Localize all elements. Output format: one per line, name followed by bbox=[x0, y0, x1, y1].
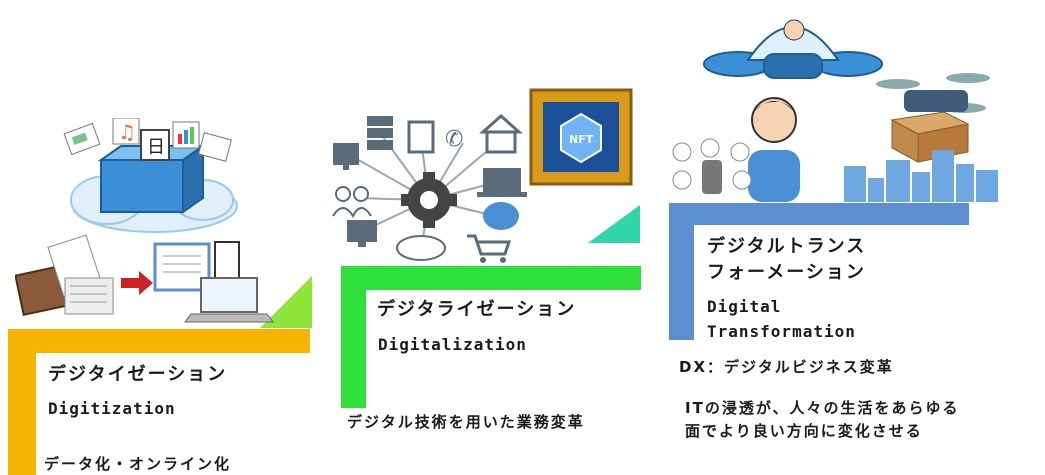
stage-3-title-line1: デジタルトランス bbox=[707, 236, 867, 257]
digitization-illustration: ♫ 日 bbox=[15, 118, 274, 323]
bar-chart-icon bbox=[172, 121, 200, 149]
laptop-icon bbox=[477, 168, 527, 197]
stair-step-2-horizontal bbox=[341, 266, 641, 290]
people-icon bbox=[332, 186, 372, 219]
calendar-icon: 日 bbox=[140, 129, 170, 161]
phone-icon: ✆ bbox=[445, 127, 463, 152]
drone-icon bbox=[876, 73, 990, 163]
stair-step-2-vertical bbox=[341, 266, 366, 408]
digitalization-illustration: ✆ NFT bbox=[332, 88, 633, 263]
document-icon bbox=[198, 132, 232, 162]
smart-speaker-icon bbox=[672, 138, 752, 194]
stage-2-title: デジタライゼーション bbox=[377, 299, 577, 320]
dx-illustration bbox=[672, 19, 998, 202]
stage-1-description: データ化・オンライン化 bbox=[44, 455, 232, 473]
stage-3-subtitle-line2: Transformation bbox=[707, 322, 856, 341]
svg-text:♫: ♫ bbox=[118, 120, 136, 144]
stage-2-subtitle: Digitalization bbox=[378, 335, 527, 354]
city-skyline-icon bbox=[844, 150, 998, 202]
step-corner-2 bbox=[588, 205, 640, 243]
cloud-server-icon bbox=[70, 144, 238, 233]
stair-step-1-horizontal bbox=[8, 329, 310, 353]
svg-text:✆: ✆ bbox=[445, 127, 463, 152]
stair-step-3-horizontal bbox=[669, 203, 969, 225]
stage-3-title-line2: フォーメーション bbox=[707, 262, 866, 283]
document-icon bbox=[63, 122, 101, 156]
svg-text:日: 日 bbox=[147, 137, 165, 158]
stage-1-title: デジタイゼーション bbox=[48, 364, 228, 385]
laptop-icon bbox=[184, 277, 274, 323]
stair-step-1-vertical bbox=[8, 329, 36, 475]
music-note-icon: ♫ bbox=[112, 118, 140, 145]
monitor-icon bbox=[333, 143, 359, 170]
cloud-icon bbox=[396, 235, 446, 261]
stage-3-note-line1: ITの浸透が、人々の生活をあらゆる bbox=[685, 399, 960, 417]
stage-3-note-line2: 面でより良い方向に変化させる bbox=[685, 422, 923, 440]
stage-2-description: デジタル技術を用いた業務変革 bbox=[347, 413, 585, 431]
house-icon bbox=[479, 113, 523, 154]
flying-car-icon bbox=[703, 19, 883, 79]
stage-3-description: DX：デジタルビジネス変革 bbox=[679, 358, 894, 376]
shopping-cart-icon bbox=[467, 234, 512, 263]
server-icon bbox=[367, 116, 393, 150]
newspaper-icon bbox=[47, 234, 114, 315]
stage-3-subtitle-line1: Digital bbox=[707, 297, 782, 316]
document-icon bbox=[407, 120, 435, 154]
stage-1-subtitle: Digitization bbox=[48, 399, 176, 418]
monitor-icon bbox=[347, 220, 377, 247]
nft-label: NFT bbox=[569, 133, 594, 146]
arrow-right-icon bbox=[121, 271, 153, 295]
gear-icon bbox=[401, 172, 457, 228]
stair-step-3-vertical bbox=[669, 203, 694, 340]
nft-frame-icon: NFT bbox=[529, 88, 633, 186]
person-icon bbox=[748, 97, 800, 202]
brain-icon bbox=[483, 202, 519, 230]
